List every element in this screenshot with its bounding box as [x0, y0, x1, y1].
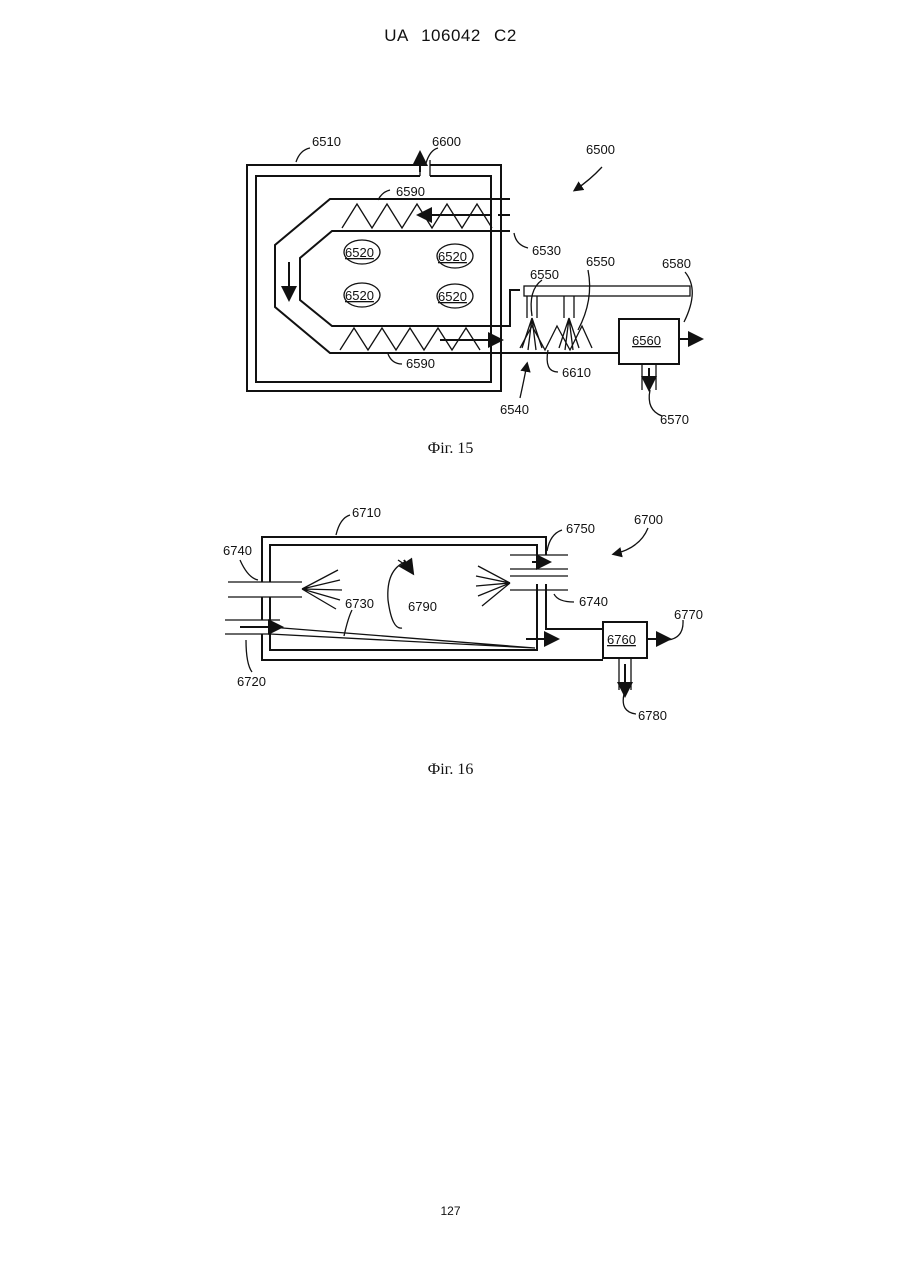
label-6710: 6710 [352, 505, 381, 520]
label-6750: 6750 [566, 521, 595, 536]
label-6730: 6730 [345, 596, 374, 611]
label-6740-left: 6740 [223, 543, 252, 558]
rotation-arrow-6790 [388, 560, 412, 628]
label-6790: 6790 [408, 599, 437, 614]
label-6780: 6780 [638, 708, 667, 723]
figure-16-diagram: 6710 6700 6740 6750 6730 6790 6740 6770 … [0, 0, 901, 760]
label-6760: 6760 [607, 632, 636, 647]
figure-16-caption: Фіг. 16 [0, 761, 901, 779]
label-6740-right: 6740 [579, 594, 608, 609]
label-6770: 6770 [674, 607, 703, 622]
label-6720: 6720 [237, 674, 266, 689]
label-6700: 6700 [634, 512, 663, 527]
nozzle-6740-right [476, 555, 568, 606]
page-number: 127 [0, 1204, 901, 1218]
inlet-6740-left [228, 570, 342, 609]
inlet-6720 [225, 620, 535, 648]
